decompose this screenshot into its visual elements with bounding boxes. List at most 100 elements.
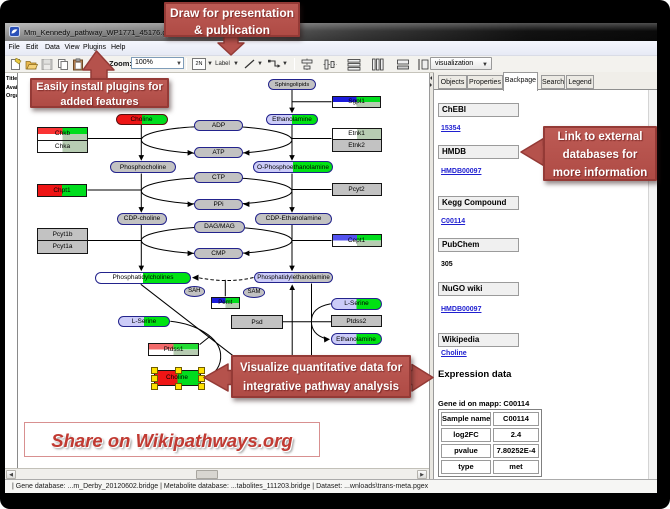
kegg-link[interactable]: C00114 <box>441 217 466 225</box>
selection-handle[interactable] <box>174 383 182 390</box>
node-ethanolamine-small[interactable]: Ethanolamine <box>330 333 382 345</box>
node-etnk2[interactable]: Etnk2 <box>332 139 381 151</box>
align-center-y-icon[interactable] <box>323 58 337 71</box>
node-pcyt1b[interactable]: Pcyt1b <box>38 228 87 240</box>
chebi-link[interactable]: 15354 <box>441 124 461 132</box>
new-file-icon[interactable] <box>10 58 22 71</box>
node-sah[interactable]: SAH <box>183 286 205 297</box>
label-dropdown-icon[interactable]: ▼ <box>233 61 239 67</box>
pathway-canvas[interactable]: Sphingolipids Sgpl1 Choline Ethanolamine… <box>18 73 429 468</box>
tab-backpage[interactable]: Backpage <box>503 72 538 91</box>
open-file-icon[interactable] <box>25 58 38 71</box>
node-choline-top[interactable]: Choline <box>115 113 168 125</box>
splitter-collapse-left-icon[interactable] <box>430 76 432 80</box>
node-chpt1[interactable]: Chpt1 <box>37 184 87 197</box>
nugo-link[interactable]: HMDB00097 <box>441 305 482 313</box>
selection-handle[interactable] <box>198 367 205 374</box>
distribute-vertical-icon[interactable] <box>371 58 385 71</box>
datanode-tool-button[interactable]: 2N <box>192 58 206 70</box>
node-pemt[interactable]: Pemt <box>210 296 240 309</box>
common-height-icon[interactable] <box>417 58 431 71</box>
menu-view[interactable]: View <box>64 44 80 51</box>
node-ppi[interactable]: PPi <box>194 198 243 210</box>
node-label: Etnk2 <box>348 141 365 149</box>
node-o-phosphoethanolamine[interactable]: O-Phosphoethanolamine <box>253 161 333 173</box>
node-chkb-chka[interactable]: Chkb Chka <box>37 127 88 153</box>
selection-handle[interactable] <box>174 367 182 374</box>
panel-vscrollbar[interactable] <box>648 90 657 479</box>
node-cdp-choline[interactable]: CDP-choline <box>117 213 167 225</box>
distribute-horizontal-icon[interactable] <box>347 58 361 71</box>
node-phosphocholine[interactable]: Phosphocholine <box>110 161 176 173</box>
visualization-value: visualization <box>435 60 474 67</box>
node-l-serine-right[interactable]: L-Serine <box>331 298 382 310</box>
node-ethanolamine-top[interactable]: Ethanolamine <box>266 113 318 125</box>
selection-handle[interactable] <box>198 383 205 390</box>
copy-icon[interactable] <box>57 58 69 71</box>
paste-icon[interactable] <box>72 58 84 71</box>
node-label: CMP <box>211 249 226 257</box>
menu-plugins[interactable]: Plugins <box>83 44 106 51</box>
menu-edit[interactable]: Edit <box>26 44 39 51</box>
zoom-combobox[interactable]: 100% ▼ <box>131 57 184 69</box>
datanode-dropdown-icon[interactable]: ▼ <box>207 61 213 67</box>
node-sam[interactable]: SAM <box>243 287 265 298</box>
visualization-dropdown-icon[interactable]: ▼ <box>482 62 488 68</box>
node-cmp[interactable]: CMP <box>194 247 243 259</box>
hscroll-thumb[interactable] <box>196 470 218 479</box>
node-ptdss2[interactable]: Ptdss2 <box>331 315 382 327</box>
node-ptdss1[interactable]: Ptdss1 <box>148 343 199 356</box>
splitter-collapse-right-icon[interactable] <box>430 83 432 87</box>
selection-handle[interactable] <box>151 383 158 390</box>
node-phosphatidylethanolamine[interactable]: Phosphatidylethanolamine <box>254 271 333 283</box>
tab-objects[interactable]: Objects <box>438 74 467 89</box>
node-sphingolipids[interactable]: Sphingolipids <box>268 79 316 90</box>
panel-splitter[interactable] <box>429 73 434 479</box>
hmdb-link[interactable]: HMDB00097 <box>441 167 482 175</box>
selection-handle[interactable] <box>151 367 158 374</box>
node-label: Choline <box>130 115 153 123</box>
node-etnk1[interactable]: Etnk1 <box>332 128 381 139</box>
node-label: Sgpl1 <box>348 98 365 106</box>
node-pcyt1b-pcyt1a[interactable]: Pcyt1b Pcyt1a <box>37 227 88 254</box>
node-pcyt2[interactable]: Pcyt2 <box>331 182 382 196</box>
menu-data[interactable]: Data <box>45 44 60 51</box>
common-width-icon[interactable] <box>396 58 410 71</box>
line-tool-icon[interactable] <box>243 58 256 70</box>
align-center-x-icon[interactable] <box>300 58 314 71</box>
tab-properties[interactable]: Properties <box>467 74 503 89</box>
tab-search[interactable]: Search <box>541 74 565 89</box>
node-label: Ptdss2 <box>346 317 367 325</box>
visualization-combobox[interactable]: visualization ▼ <box>430 57 492 70</box>
save-icon[interactable] <box>41 58 53 71</box>
tab-legend[interactable]: Legend <box>566 74 594 89</box>
node-phosphatidylcholines[interactable]: Phosphatidylcholines <box>95 271 191 284</box>
menu-file[interactable]: File <box>8 44 20 51</box>
node-etnk1-etnk2[interactable]: Etnk1 Etnk2 <box>331 127 382 152</box>
selection-handle[interactable] <box>151 375 158 382</box>
node-ctp[interactable]: CTP <box>194 171 243 183</box>
node-chkb[interactable]: Chkb <box>38 128 87 140</box>
connector-dropdown-icon[interactable]: ▼ <box>282 61 288 67</box>
line-dropdown-icon[interactable]: ▼ <box>257 61 263 67</box>
hscroll-left-button[interactable]: ◀ <box>6 470 16 479</box>
node-cdp-ethanolamine[interactable]: CDP-Ethanolamine <box>255 213 332 225</box>
wikipedia-link[interactable]: Choline <box>441 350 467 357</box>
table-row: Sample name C00114 <box>440 411 540 427</box>
menu-help[interactable]: Help <box>111 44 126 51</box>
node-psd[interactable]: Psd <box>231 315 283 329</box>
node-label: Phosphocholine <box>119 163 167 171</box>
label-tool-button[interactable]: Label <box>215 61 230 67</box>
node-cept1[interactable]: Cept1 <box>331 234 382 247</box>
node-adp[interactable]: ADP <box>194 119 243 131</box>
node-sgpl1[interactable]: Sgpl1 <box>332 95 381 108</box>
node-atp[interactable]: ATP <box>194 147 243 158</box>
node-label: Pcyt1a <box>52 243 73 251</box>
hscroll-right-button[interactable]: ▶ <box>417 470 427 479</box>
node-l-serine-left[interactable]: L-Serine <box>118 315 170 327</box>
node-chka[interactable]: Chka <box>38 139 87 152</box>
zoom-dropdown-icon[interactable]: ▼ <box>176 61 182 67</box>
node-dag-mag[interactable]: DAG/MAG <box>194 221 245 233</box>
connector-tool-icon[interactable] <box>267 58 281 70</box>
node-pcyt1a[interactable]: Pcyt1a <box>38 240 87 253</box>
